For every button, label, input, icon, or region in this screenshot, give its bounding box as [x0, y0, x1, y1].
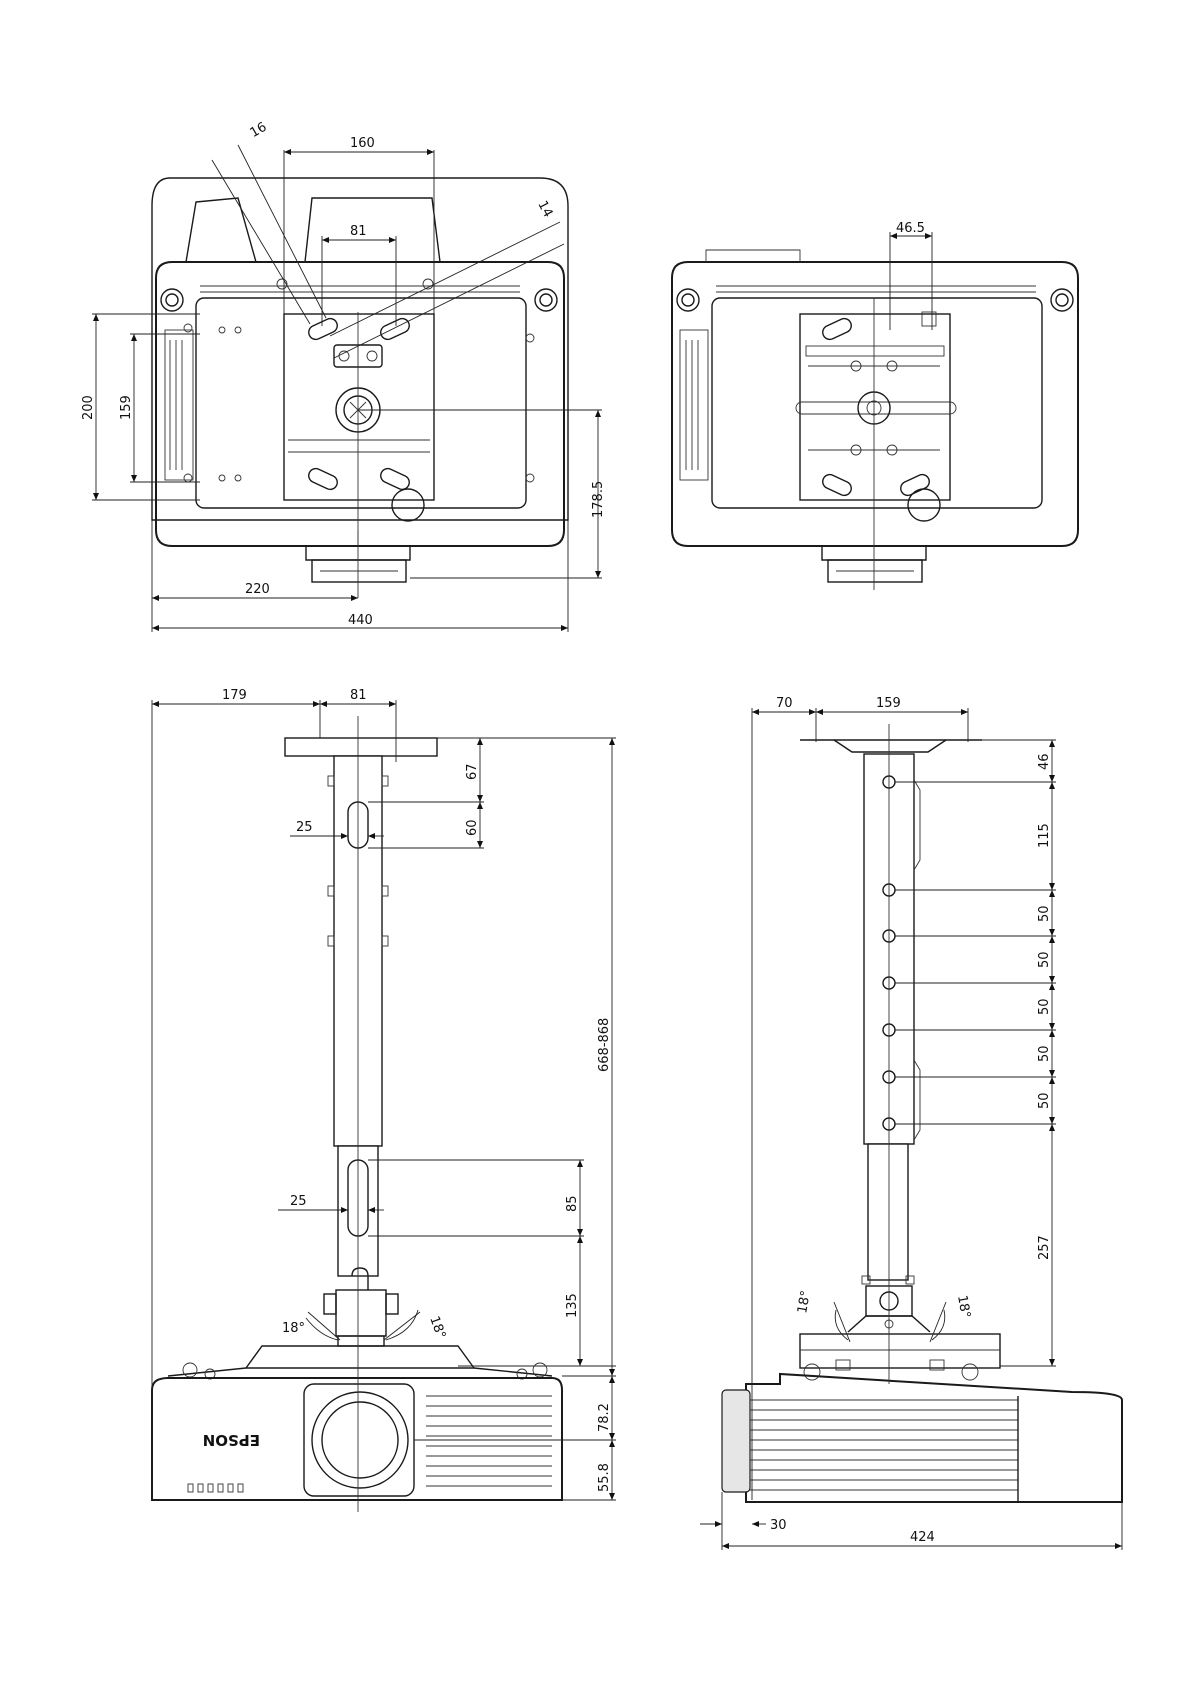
dim-label: 115 [1037, 823, 1052, 848]
dim-label: 60 [465, 819, 480, 836]
dim-label: 200 [81, 395, 96, 420]
dim-label: 159 [876, 696, 901, 711]
dim-label: 78.2 [597, 1403, 612, 1432]
dim-label: 179 [222, 688, 247, 703]
brand-logo: EPSON [203, 1431, 260, 1449]
dim-label: 46.5 [896, 221, 925, 236]
vent-grille [426, 1396, 552, 1486]
dim-label: 85 [565, 1195, 580, 1212]
dim-label: 25 [296, 820, 313, 835]
dim-label: 81 [350, 688, 367, 703]
view-side: 70 159 46 115 50 50 50 50 50 257 18° 18° [700, 696, 1122, 1550]
dim-label: 668-868 [597, 1018, 612, 1072]
dim-label: 160 [350, 136, 375, 151]
dim-label: 50 [1037, 905, 1052, 922]
dim-label: 50 [1037, 951, 1052, 968]
dim-label: 135 [565, 1293, 580, 1318]
dim-label: 18° [282, 1321, 305, 1336]
dim-label: 81 [350, 224, 367, 239]
dim-label: 50 [1037, 998, 1052, 1015]
view-top-left: 160 81 16 14 200 159 178.5 220 440 [81, 120, 606, 632]
dim-label: 159 [119, 395, 134, 420]
dim-label: 178.5 [591, 481, 606, 518]
dim-label: 50 [1037, 1045, 1052, 1062]
dim-label: 440 [348, 613, 373, 628]
view-top-right: 46.5 [672, 221, 1078, 590]
dim-label: 25 [290, 1194, 307, 1209]
dim-label: 14 [534, 198, 555, 220]
dim-label: 18° [795, 1289, 814, 1314]
dim-label: 18° [954, 1294, 973, 1319]
dim-label: 18° [426, 1314, 448, 1341]
view-front: EPSON 179 81 67 60 [152, 688, 616, 1512]
dim-label: 30 [770, 1518, 787, 1533]
dim-label: 55.8 [597, 1463, 612, 1492]
dim-label: 50 [1037, 1092, 1052, 1109]
vent-grille [750, 1400, 1018, 1490]
dim-label: 16 [248, 120, 270, 141]
dim-label: 67 [465, 763, 480, 780]
dim-label: 424 [910, 1530, 935, 1545]
dim-label: 257 [1037, 1235, 1052, 1260]
dim-label: 70 [776, 696, 793, 711]
dim-label: 220 [245, 582, 270, 597]
dim-label: 46 [1037, 753, 1052, 770]
